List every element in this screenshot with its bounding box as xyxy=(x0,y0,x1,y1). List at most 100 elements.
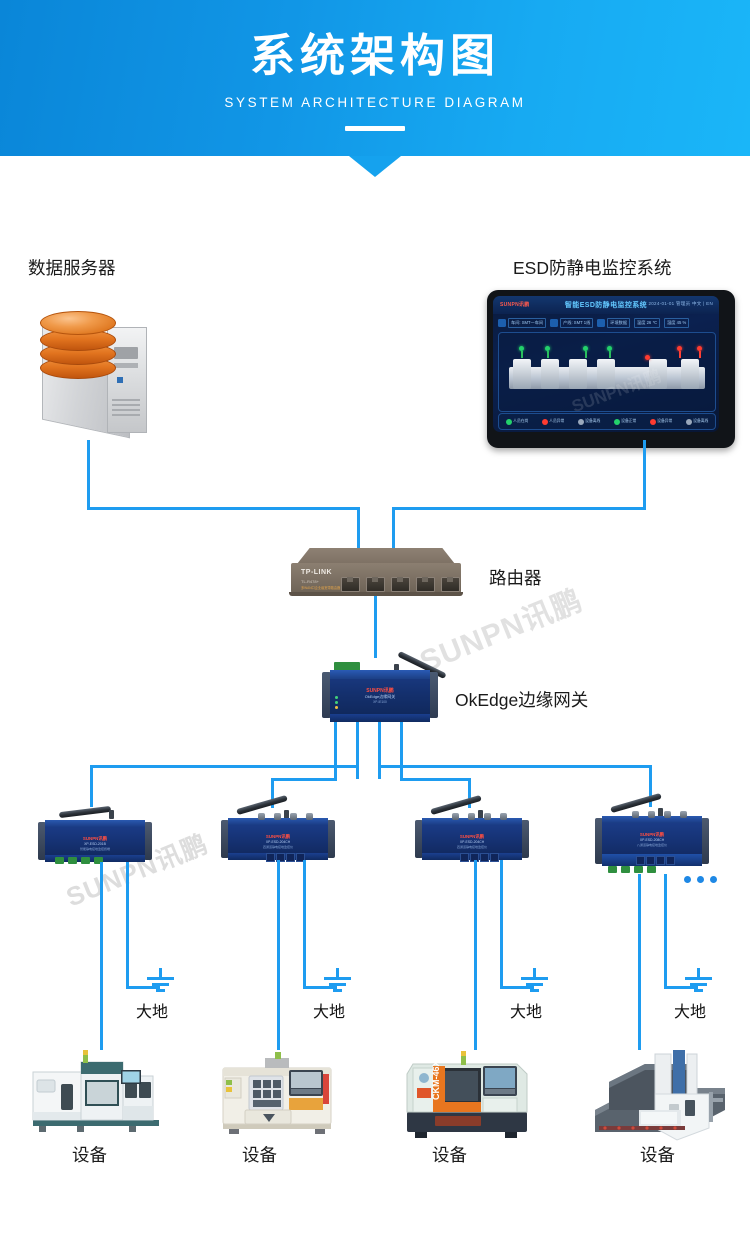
cnc-lathe-icon xyxy=(222,1052,332,1134)
gateway-model: OkEdge边缘网关 xyxy=(364,694,396,699)
wire-to-device-2 xyxy=(271,778,274,808)
ground-label: 大地 xyxy=(136,1004,169,1021)
esd-panel-label: ESD防静电监控系统 xyxy=(513,258,672,278)
equipment-machine xyxy=(25,1050,175,1145)
router-port xyxy=(366,577,385,592)
status-chip: 车间: SMT一车间 xyxy=(498,318,547,328)
wire-gateway-out-1 xyxy=(334,722,337,778)
legend-item: 设备离线 xyxy=(685,418,708,425)
antenna-icon xyxy=(58,805,112,819)
wire-router-in-right xyxy=(392,507,395,553)
screen-legend: 人员在岗 人员异常 设备离线 设备正常 设备异常 设备离线 xyxy=(498,413,716,430)
ground-symbol-icon xyxy=(318,968,358,994)
ground-label: 大地 xyxy=(510,1004,543,1021)
page-subtitle: SYSTEM ARCHITECTURE DIAGRAM xyxy=(224,95,526,110)
router-device[interactable]: TP-LINK TL-R478+ 多WAN口企业级宽带路由器 xyxy=(287,548,465,600)
ground-symbol-icon xyxy=(141,968,181,994)
wire-device2-to-machine xyxy=(277,860,280,1050)
equipment-machine: CKM-46X xyxy=(395,1050,545,1145)
equipment-machine xyxy=(205,1050,355,1145)
title-divider xyxy=(345,126,405,131)
wire-bus-right-inner xyxy=(400,778,471,781)
esd-monitor-device[interactable]: SUNPN讯鹏 XP-ESD-201B 智能静电接地监控终端 xyxy=(35,800,155,870)
screen-topright-info: 2024-01-01 管理员 中文 | EN xyxy=(648,301,713,306)
device-model: XP-ESD-204CH xyxy=(459,840,485,844)
banner-arrow-icon xyxy=(349,156,401,177)
wire-panel-horizontal xyxy=(392,507,646,510)
router-label: 路由器 xyxy=(489,568,542,588)
device-logo: SUNPN讯鹏 xyxy=(82,836,108,841)
more-devices-indicator xyxy=(684,876,717,883)
terminal-block xyxy=(334,662,360,671)
status-chip: 产线: SMT 1线 xyxy=(550,318,594,328)
router-port xyxy=(341,577,360,592)
router-port xyxy=(391,577,410,592)
legend-item: 设备正常 xyxy=(613,418,636,425)
page-header-banner: 系统架构图 SYSTEM ARCHITECTURE DIAGRAM xyxy=(0,0,750,156)
wire-device4-to-machine xyxy=(638,874,641,1050)
wire-ground3-h xyxy=(500,986,534,989)
device-model-sub: 四通道静电接地监控仪 xyxy=(262,845,293,849)
wire-ground2-h xyxy=(303,986,337,989)
ground-symbol-icon xyxy=(679,968,719,994)
wire-bus-left-inner xyxy=(271,778,337,781)
wire-gateway-out-4 xyxy=(400,722,403,778)
device-model: XP-ESD-201B xyxy=(84,842,106,846)
device-model-sub: 四通道静电接地监控仪 xyxy=(456,845,487,849)
wire-device2-to-ground xyxy=(303,860,306,986)
svg-text:CKM-46X: CKM-46X xyxy=(431,1060,441,1100)
wire-gateway-out-3 xyxy=(378,722,381,765)
esd-monitor-device[interactable]: SUNPN讯鹏 XP-ESD-204CH 四通道静电接地监控仪 xyxy=(218,794,338,868)
wire-router-to-gateway xyxy=(374,596,377,658)
legend-item: 设备离线 xyxy=(577,418,600,425)
wire-router-in-left xyxy=(357,507,360,553)
edge-gateway-device[interactable]: SUNPN讯鹏 OkEdge边缘网关 XP-IE100 xyxy=(318,650,447,722)
esd-monitor-device[interactable]: SUNPN讯鹏 XP-ESD-204CH 四通道静电接地监控仪 xyxy=(412,794,532,868)
cnc-turning-center-icon: CKM-46X xyxy=(406,1051,528,1138)
server-label: 数据服务器 xyxy=(28,258,116,278)
database-server-icon xyxy=(22,305,162,440)
router-brand: TP-LINK xyxy=(301,569,333,576)
ground-symbol-icon xyxy=(515,968,555,994)
wire-device1-to-machine xyxy=(100,862,103,1050)
wire-server-down xyxy=(87,440,90,510)
wire-ground4-h xyxy=(664,986,698,989)
wire-to-device-4 xyxy=(649,765,652,807)
legend-item: 人员在岗 xyxy=(505,418,528,425)
gateway-model-sub: XP-IE100 xyxy=(373,700,387,704)
device-model: XP-ESD-208CH xyxy=(639,838,665,842)
wire-device3-to-machine xyxy=(474,860,477,1050)
wire-bus-left-outer xyxy=(90,765,359,768)
wire-device1-to-ground xyxy=(126,862,129,986)
ground-label: 大地 xyxy=(313,1004,346,1021)
gateway-label: OkEdge边缘网关 xyxy=(455,690,589,710)
wire-to-device-1 xyxy=(90,765,93,807)
wire-ground1-h xyxy=(126,986,160,989)
production-line-visual: SUNPN讯鹏 xyxy=(498,332,716,412)
screen-status-row: 车间: SMT一车间 产线: SMT 1线 环境数据 温度 26 ℃ 湿度 45… xyxy=(498,317,714,329)
esd-monitor-device[interactable]: SUNPN讯鹏 XP-ESD-208CH 八通道静电接地监控仪 xyxy=(592,792,712,874)
device-model: XP-ESD-204CH xyxy=(265,840,291,844)
equipment-label: 设备 xyxy=(640,1145,675,1165)
screen-title: 智能ESD防静电监控系统 xyxy=(564,301,648,309)
wire-joint-b xyxy=(378,765,381,779)
cnc-machining-center-icon xyxy=(32,1050,159,1132)
esd-monitor-screen[interactable]: SUNPN讯鹏 智能ESD防静电监控系统 2024-01-01 管理员 中文 |… xyxy=(487,290,735,448)
gantry-machining-center-icon xyxy=(595,1050,725,1141)
router-port xyxy=(416,577,435,592)
wire-to-device-3 xyxy=(468,778,471,808)
status-chip: 环境数据 xyxy=(597,318,631,328)
database-stack-icon xyxy=(40,311,116,379)
router-sub-label: 多WAN口企业级宽带路由器 xyxy=(301,586,341,590)
wire-server-horizontal xyxy=(87,507,360,510)
wire-device4-to-ground xyxy=(664,874,667,986)
equipment-label: 设备 xyxy=(242,1145,277,1165)
status-chip: 温度 26 ℃ xyxy=(634,318,661,328)
wire-bus-right-outer xyxy=(378,765,652,768)
gateway-logo: SUNPN讯鹏 xyxy=(366,688,394,694)
equipment-machine xyxy=(585,1048,735,1143)
device-model-sub: 智能静电接地监控终端 xyxy=(79,847,110,851)
device-logo: SUNPN讯鹏 xyxy=(639,832,665,837)
router-port xyxy=(441,577,460,592)
